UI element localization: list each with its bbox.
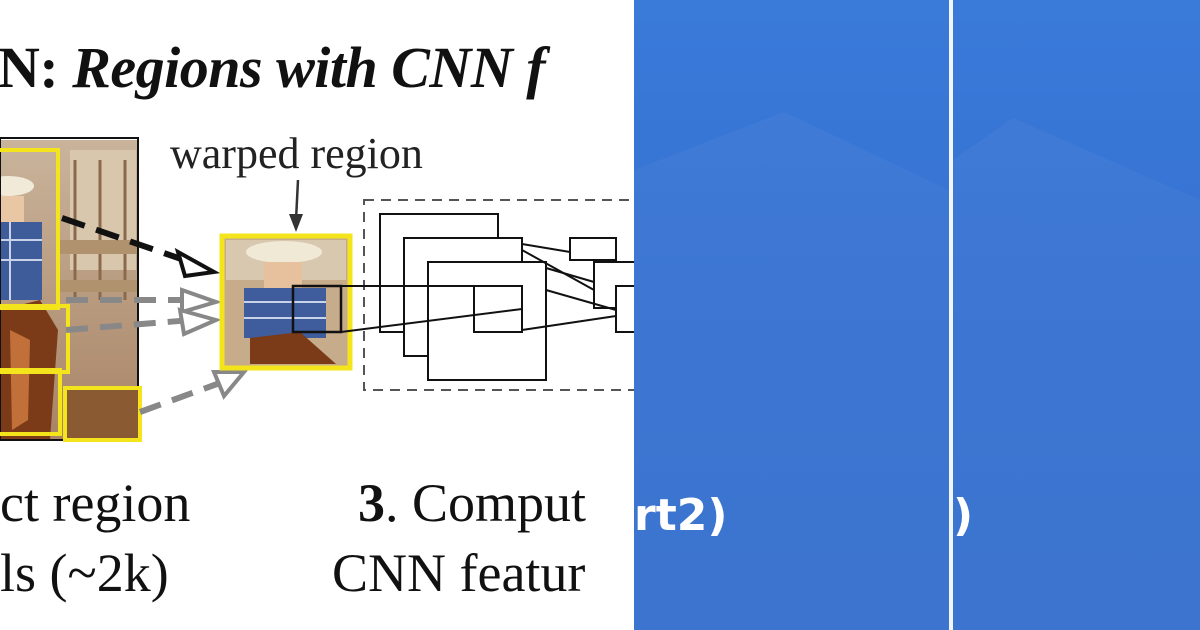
slide-thumbnail[interactable]: rt2)	[634, 0, 949, 630]
figure-title: N: Regions with CNN f	[0, 34, 546, 101]
thumbnail-title: )	[953, 490, 974, 541]
proposal-arrows	[61, 215, 249, 415]
rcnn-pipeline-diagram	[0, 137, 634, 442]
step2-line1: ct region	[0, 473, 191, 533]
warped-region-label: warped region	[170, 129, 423, 178]
paper-figure: N: Regions with CNN f	[0, 34, 634, 603]
step2-line2: ls (~2k)	[0, 543, 169, 603]
step3-line1-text: . Comput	[385, 473, 587, 533]
warped-region-image	[219, 233, 353, 371]
cnn-diagram	[340, 199, 634, 391]
warped-label-arrow	[289, 179, 303, 232]
thumbnail-divider	[949, 0, 953, 630]
wave-background	[953, 0, 1200, 630]
thumbnail-title: rt2)	[634, 490, 728, 541]
slide-thumbnail[interactable]: )	[953, 0, 1200, 630]
figure-title-italic: Regions with CNN f	[72, 35, 546, 100]
step3-line1: 3. Comput	[358, 476, 586, 530]
figure-title-prefix: N:	[0, 35, 73, 100]
step3-line2: CNN featur	[332, 543, 586, 603]
step3-number: 3	[358, 473, 385, 533]
input-image	[0, 137, 142, 442]
